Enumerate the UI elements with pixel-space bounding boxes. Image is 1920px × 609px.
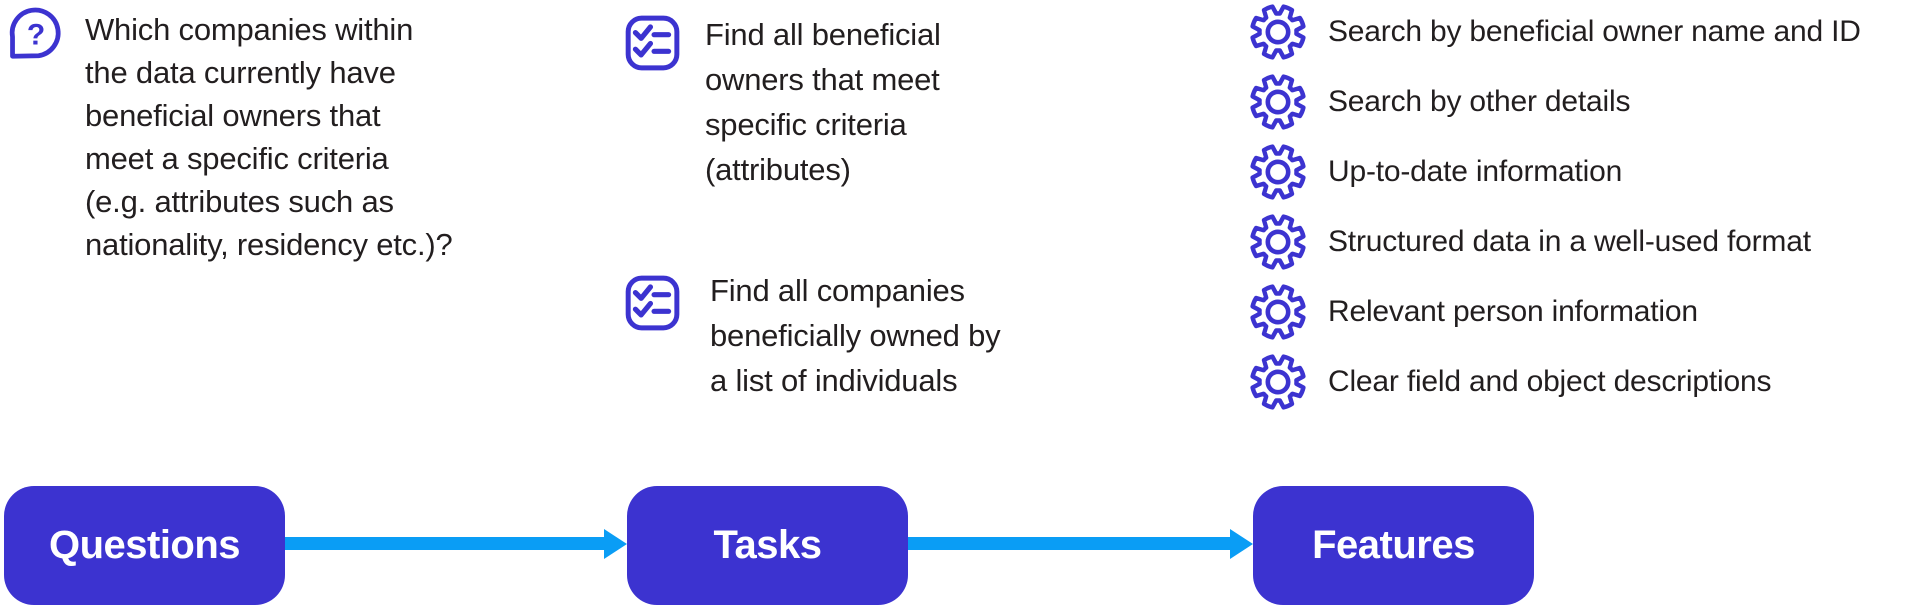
feature-label: Relevant person information — [1328, 295, 1698, 328]
feature-label: Search by other details — [1328, 85, 1631, 118]
feature-label: Search by beneficial owner name and ID — [1328, 15, 1861, 48]
gear-icon — [1250, 4, 1306, 60]
question-bubble-icon: ? — [6, 6, 64, 64]
flow-node-features: Features — [1253, 486, 1534, 605]
feature-row: Relevant person information — [1250, 284, 1698, 340]
arrow-head-icon — [1230, 529, 1253, 559]
checklist-icon — [622, 14, 682, 72]
gear-icon — [1250, 284, 1306, 340]
gear-icon — [1250, 354, 1306, 410]
checklist-icon — [622, 274, 682, 332]
feature-label: Up-to-date information — [1328, 155, 1623, 188]
task-text: Find all beneficial owners that meet spe… — [705, 17, 941, 187]
feature-row: Up-to-date information — [1250, 144, 1622, 200]
flow-node-label: Features — [1312, 523, 1475, 567]
task-text: Find all companies beneficially owned by… — [710, 273, 1001, 398]
feature-label: Structured data in a well-used format — [1328, 225, 1811, 258]
gear-icon — [1250, 144, 1306, 200]
arrow-line — [908, 537, 1233, 550]
arrow-head-icon — [604, 529, 627, 559]
feature-row: Search by beneficial owner name and ID — [1250, 4, 1861, 60]
gear-icon — [1250, 74, 1306, 130]
feature-label: Clear field and object descriptions — [1328, 365, 1772, 398]
flow-arrow — [285, 529, 627, 559]
flow-arrow — [908, 529, 1253, 559]
svg-text:?: ? — [27, 18, 45, 51]
feature-row: Search by other details — [1250, 74, 1630, 130]
flow-node-label: Tasks — [713, 523, 822, 567]
gear-icon — [1250, 214, 1306, 270]
feature-row: Clear field and object descriptions — [1250, 354, 1771, 410]
flow-node-questions: Questions — [4, 486, 285, 605]
question-text: Which companies within the data currentl… — [85, 12, 453, 262]
arrow-line — [285, 537, 607, 550]
flow-node-label: Questions — [48, 523, 241, 567]
flow-node-tasks: Tasks — [627, 486, 908, 605]
feature-row: Structured data in a well-used format — [1250, 214, 1811, 270]
